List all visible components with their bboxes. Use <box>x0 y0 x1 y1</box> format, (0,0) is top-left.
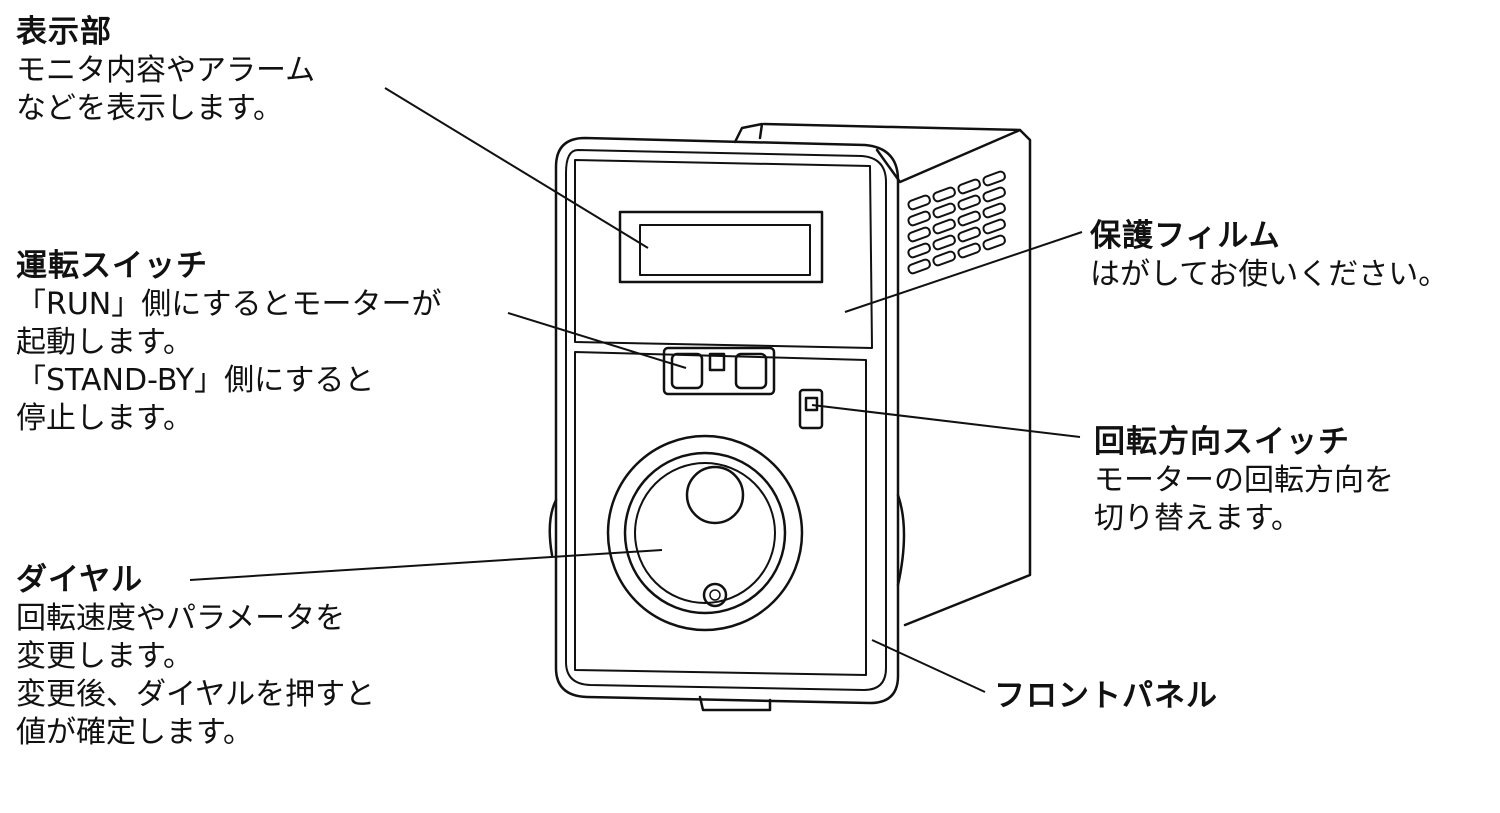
run-switch-desc-line: 停止します。 <box>16 401 193 436</box>
leader-direction-switch <box>811 404 1081 438</box>
display-title: 表示部 <box>16 14 112 50</box>
dial-desc-line: 変更後、ダイヤルを押すと <box>16 677 376 712</box>
leader-run-switch <box>507 312 687 369</box>
run-switch <box>662 346 776 396</box>
run-switch-title: 運転スイッチ <box>16 248 208 284</box>
front-body <box>554 136 900 705</box>
leader-protective-film <box>844 231 1083 313</box>
display-window <box>618 210 824 284</box>
display-desc-line: モニタ内容やアラーム <box>16 53 316 88</box>
direction-switch-title: 回転方向スイッチ <box>1094 424 1350 460</box>
protective-film-title: 保護フィルム <box>1090 218 1281 254</box>
callout-display: 表示部 モニタ内容やアラーム などを表示します。 <box>16 12 315 128</box>
protective-film <box>574 159 873 349</box>
dial <box>606 434 804 632</box>
housing-side <box>875 128 1032 627</box>
leader-front-panel <box>871 639 986 693</box>
front-panel <box>574 351 867 676</box>
protective-film-desc-line: はがしてお使いください。 <box>1090 257 1449 292</box>
direction-switch <box>798 388 824 430</box>
leader-display <box>384 87 649 249</box>
dial-desc-line: 値が確定します。 <box>16 715 253 750</box>
callout-direction-switch: 回転方向スイッチ モーターの回転方向を 切り替えます。 <box>1094 422 1394 538</box>
callout-run-switch: 運転スイッチ 「RUN」側にするとモーターが 起動します。 「STAND-BY」… <box>16 246 442 438</box>
front-panel-title: フロントパネル <box>994 678 1218 714</box>
dial-desc-line: 回転速度やパラメータを <box>16 601 346 636</box>
direction-switch-desc-line: 切り替えます。 <box>1094 501 1301 536</box>
display-desc-line: などを表示します。 <box>16 91 283 126</box>
dial-desc-line: 変更します。 <box>16 639 193 674</box>
direction-switch-desc-line: モーターの回転方向を <box>1094 463 1394 498</box>
run-switch-desc-line: 起動します。 <box>16 325 193 360</box>
vent-slots <box>907 170 1006 275</box>
dial-title: ダイヤル <box>16 562 144 598</box>
callout-dial: ダイヤル 回転速度やパラメータを 変更します。 変更後、ダイヤルを押すと 値が確… <box>16 560 375 752</box>
leader-dial <box>189 549 663 581</box>
callout-front-panel: フロントパネル <box>994 676 1218 716</box>
callout-protective-film: 保護フィルム はがしてお使いください。 <box>1090 216 1448 294</box>
run-switch-desc-line: 「RUN」側にするとモーターが <box>16 287 442 322</box>
run-switch-desc-line: 「STAND-BY」側にすると <box>16 363 375 398</box>
